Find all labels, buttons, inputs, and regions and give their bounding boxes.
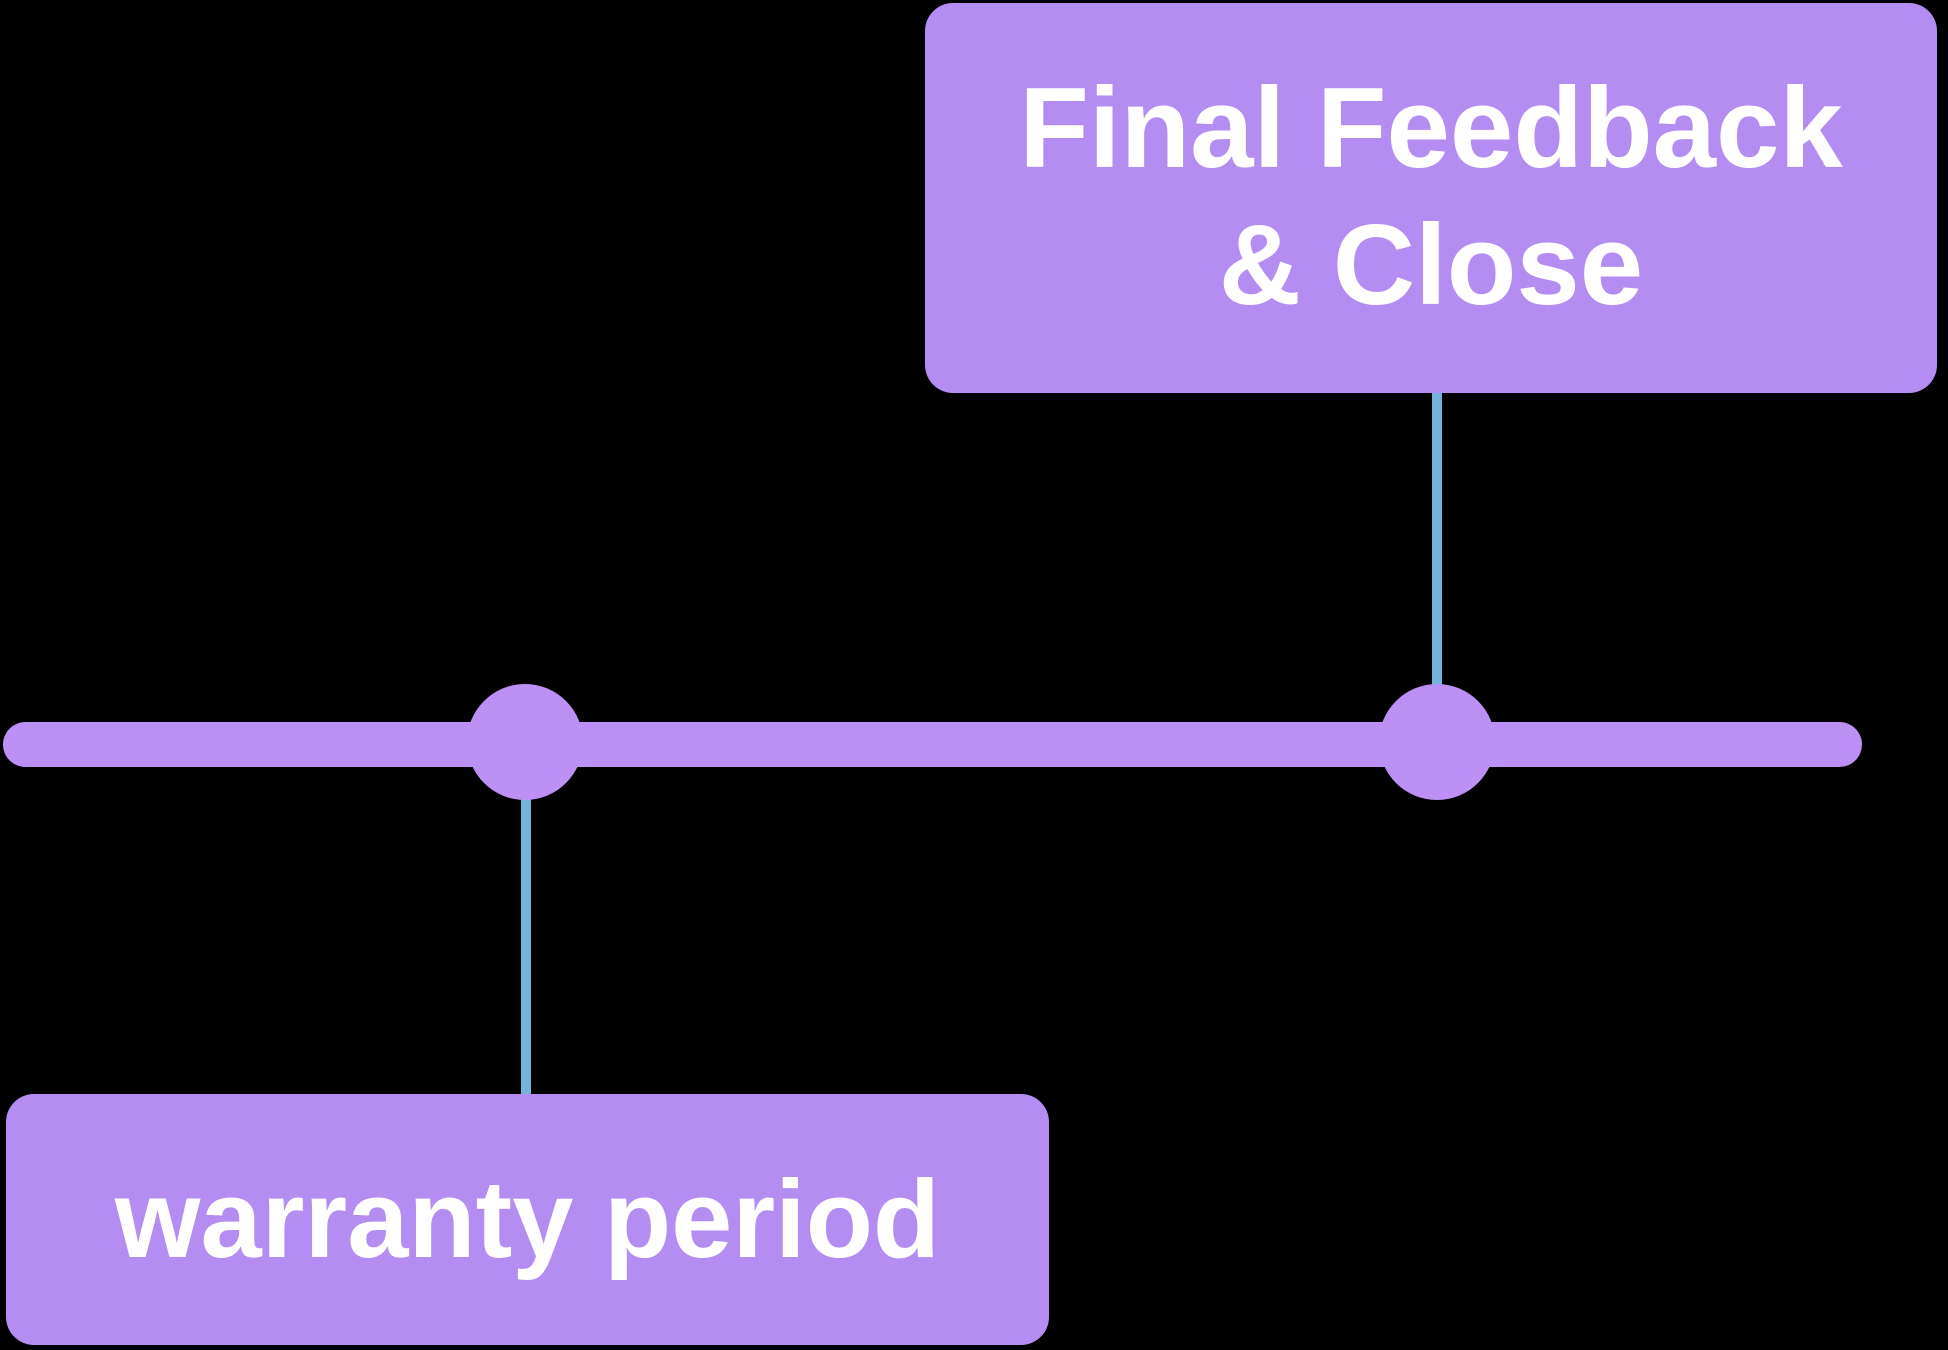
- connector-line-final-feedback: [1432, 393, 1442, 690]
- timeline-node-final-feedback: [1379, 684, 1495, 800]
- timeline-bar: [3, 722, 1862, 767]
- label-box-final-feedback-close: Final Feedback & Close: [925, 3, 1937, 393]
- timeline-node-warranty-period: [467, 684, 583, 800]
- connector-line-warranty-period: [521, 798, 531, 1094]
- final-feedback-label-line1: Final Feedback: [1019, 65, 1843, 193]
- final-feedback-label-line2: & Close: [1218, 202, 1644, 329]
- warranty-period-label: warranty period: [114, 1157, 941, 1281]
- label-box-warranty-period: warranty period: [6, 1094, 1049, 1345]
